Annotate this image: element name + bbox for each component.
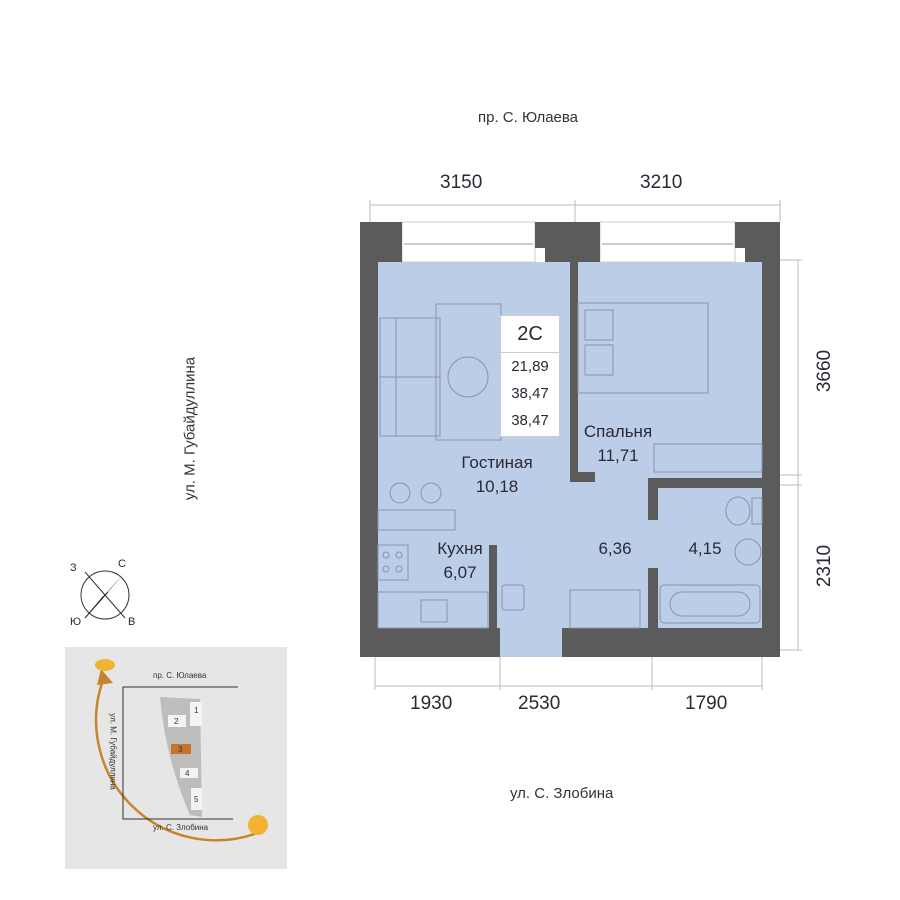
furniture: [377, 302, 763, 629]
apartment-code: 2С: [501, 316, 559, 353]
compass-south: Ю: [70, 616, 82, 628]
building-label: 5: [194, 795, 199, 804]
sun-icon: [95, 659, 115, 671]
room-name: Кухня: [437, 539, 483, 558]
building-label: 1: [194, 706, 199, 715]
walls: [360, 222, 780, 657]
compass-north: С: [118, 558, 126, 570]
street-left: ул. М. Губайдуллина: [181, 356, 199, 501]
window: [401, 221, 536, 263]
building-label: 3: [178, 745, 183, 754]
dim-top-2: 3210: [640, 172, 683, 193]
compass-west: З: [70, 562, 77, 574]
room-hall: 6,36: [590, 537, 640, 561]
dim-right-2: 2310: [814, 544, 835, 588]
room-bedroom: Спальня 11,71: [578, 420, 658, 468]
total-area-balcony: 38,47: [511, 412, 549, 429]
site-street-top: пр. С. Юлаева: [153, 671, 207, 680]
room-bathroom: 4,15: [680, 537, 730, 561]
total-area: 38,47: [511, 385, 549, 402]
room-name: Гостиная: [461, 453, 533, 472]
room-area: 10,18: [475, 477, 519, 496]
room-area: 4,15: [688, 539, 722, 558]
dim-bottom-3: 1790: [685, 693, 728, 714]
building-label: 2: [174, 717, 179, 726]
highlighted-building: [171, 744, 191, 754]
site-street-left: ул. М. Губайдуллина: [108, 713, 118, 790]
compass-east: В: [128, 616, 136, 628]
sun-path: [94, 674, 261, 842]
street-top: пр. С. Юлаева: [478, 109, 579, 126]
dim-bottom-1: 1930: [410, 693, 453, 714]
arrow-icon: [97, 669, 113, 685]
room-kitchen: Кухня 6,07: [420, 537, 500, 585]
site-map: пр. С. Юлаева ул. С. Злобина ул. М. Губа…: [65, 647, 287, 869]
room-area: 6,07: [443, 563, 477, 582]
room-living: Гостиная 10,18: [452, 451, 542, 499]
building-label: 4: [185, 769, 190, 778]
compass: С В Ю З: [70, 558, 140, 630]
site-street-bottom: ул. С. Злобина: [153, 823, 209, 832]
dimension-lines: [369, 200, 802, 690]
sun-icon: [248, 815, 268, 835]
street-bottom: ул. С. Злобина: [510, 785, 614, 802]
apartment-info: 2С 21,89 38,47 38,47: [500, 315, 560, 437]
room-name: Спальня: [583, 422, 653, 441]
dim-bottom-2: 2530: [518, 693, 561, 714]
room-area: 11,71: [597, 446, 639, 465]
dim-right-1: 3660: [814, 349, 835, 393]
dim-top-1: 3150: [440, 172, 483, 193]
room-area: 6,36: [598, 539, 632, 558]
living-area: 21,89: [511, 358, 549, 375]
window: [599, 221, 736, 263]
